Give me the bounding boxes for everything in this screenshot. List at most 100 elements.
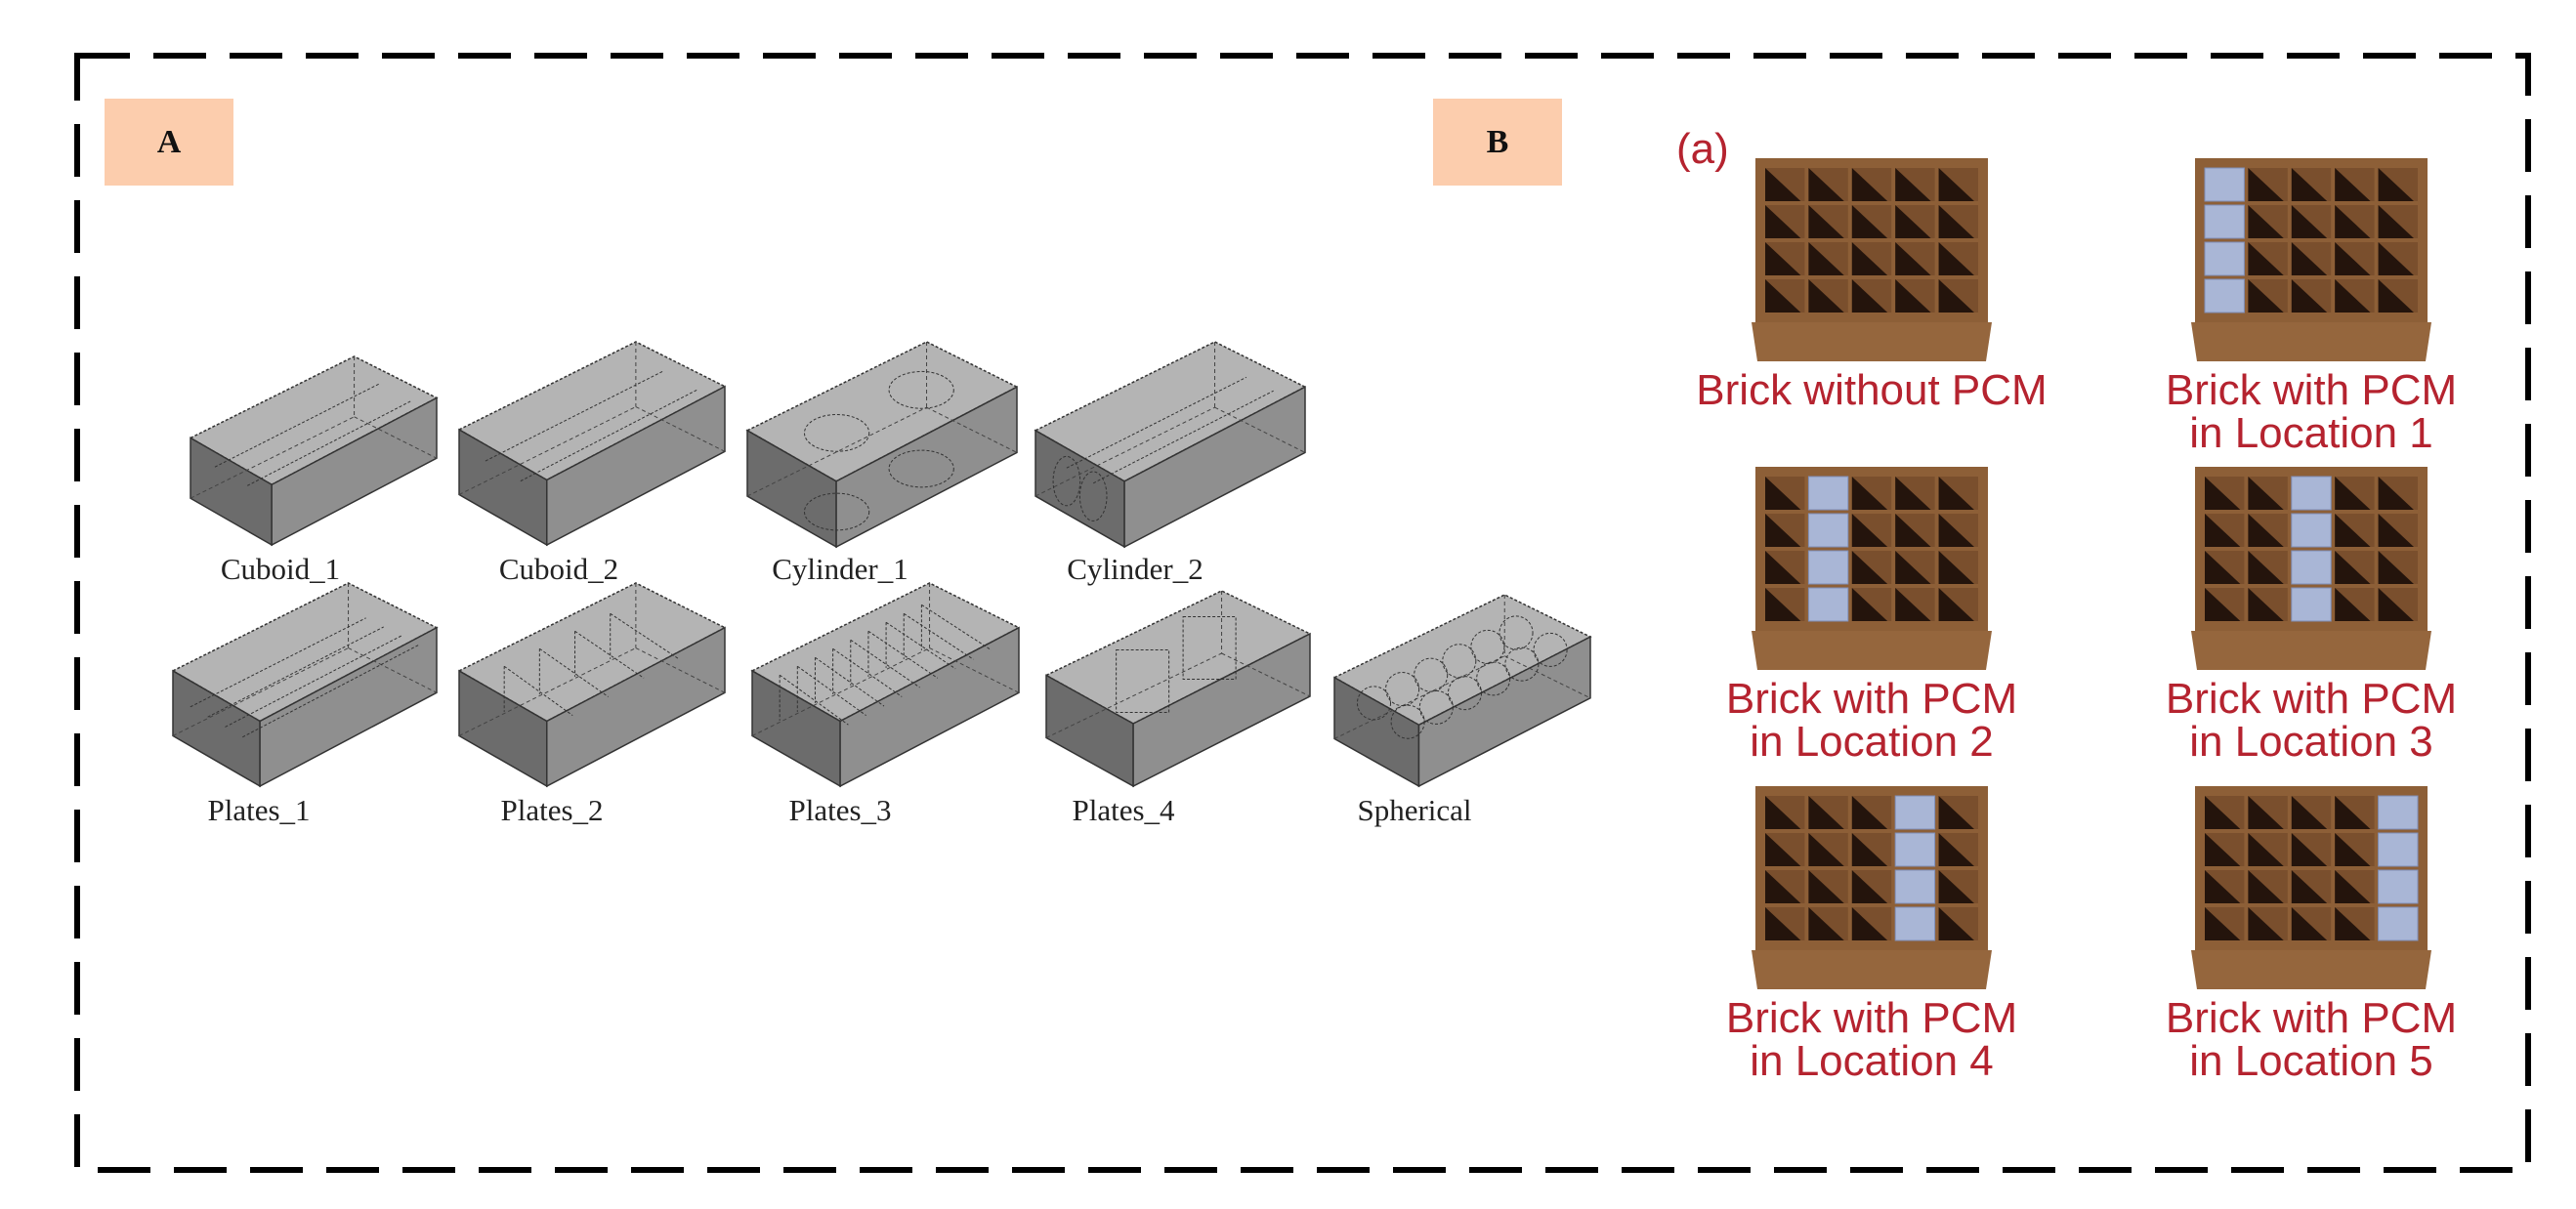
brick-label-line: Brick with PCM bbox=[1725, 675, 2018, 723]
hollow-cell bbox=[2205, 796, 2245, 829]
hollow-cell bbox=[1895, 514, 1935, 547]
hollow-cell bbox=[2378, 242, 2418, 275]
hollow-cell bbox=[1851, 796, 1892, 829]
hollow-cell bbox=[2205, 833, 2245, 866]
hollow-cell bbox=[2205, 477, 2245, 510]
hollow-cell bbox=[2205, 907, 2245, 940]
hollow-cell bbox=[1808, 168, 1848, 201]
brick-label-line: in Location 3 bbox=[2189, 718, 2433, 766]
pcm-cell bbox=[2204, 278, 2245, 313]
hollow-cell bbox=[2335, 907, 2375, 940]
brick-diagram bbox=[1752, 467, 1992, 670]
hollow-cell bbox=[2335, 514, 2375, 547]
hollow-cell bbox=[1938, 588, 1978, 621]
shape-cylinder-1 bbox=[745, 341, 1019, 549]
hollow-cell bbox=[2335, 796, 2375, 829]
hollow-cell bbox=[2248, 833, 2288, 866]
hollow-cell bbox=[1808, 279, 1848, 313]
shape-plates-3 bbox=[750, 582, 1021, 788]
hollow-cell bbox=[1765, 588, 1805, 621]
hollow-cell bbox=[1765, 477, 1805, 510]
hollow-cell bbox=[1765, 168, 1805, 201]
hollow-cell bbox=[2378, 205, 2418, 238]
brick-label-line: in Location 5 bbox=[2189, 1037, 2433, 1085]
hollow-cell bbox=[2378, 551, 2418, 584]
brick-label-line: Brick with PCM bbox=[1725, 994, 2018, 1042]
brick-diagram bbox=[2191, 158, 2431, 361]
panel-a-tag: A bbox=[105, 99, 233, 186]
hollow-cell bbox=[1895, 168, 1935, 201]
panel-a-shapes bbox=[171, 341, 1592, 788]
hollow-cell bbox=[1938, 242, 1978, 275]
pcm-cell bbox=[2291, 476, 2332, 511]
shape-cuboid-1 bbox=[189, 355, 439, 547]
hollow-cell bbox=[2378, 588, 2418, 621]
hollow-cell bbox=[2378, 477, 2418, 510]
hollow-cell bbox=[1895, 279, 1935, 313]
hollow-cell bbox=[2205, 551, 2245, 584]
hollow-cell bbox=[1808, 907, 1848, 940]
hollow-cell bbox=[1808, 796, 1848, 829]
hollow-cell bbox=[1765, 551, 1805, 584]
hollow-cell bbox=[1765, 833, 1805, 866]
hollow-cell bbox=[1938, 551, 1978, 584]
pcm-cell bbox=[2291, 513, 2332, 548]
hollow-cell bbox=[1851, 870, 1892, 903]
brick-diagram bbox=[1752, 158, 1992, 361]
hollow-cell bbox=[2335, 242, 2375, 275]
hollow-cell bbox=[2248, 870, 2288, 903]
shape-label: Plates_4 bbox=[1072, 793, 1175, 827]
hollow-cell bbox=[2248, 551, 2288, 584]
hollow-cell bbox=[1765, 796, 1805, 829]
hollow-cell bbox=[1895, 551, 1935, 584]
hollow-cell bbox=[2248, 514, 2288, 547]
hollow-cell bbox=[1938, 796, 1978, 829]
hollow-cell bbox=[1895, 477, 1935, 510]
hollow-cell bbox=[1895, 242, 1935, 275]
shape-label: Plates_2 bbox=[500, 793, 604, 827]
shape-label: Spherical bbox=[1357, 793, 1472, 827]
brick-diagram bbox=[1752, 786, 1992, 989]
subfigure-label: (a) bbox=[1676, 125, 1729, 173]
pcm-cell bbox=[1894, 832, 1936, 867]
hollow-cell bbox=[1938, 833, 1978, 866]
pcm-cell bbox=[1807, 476, 1849, 511]
hollow-cell bbox=[1851, 205, 1892, 238]
hollow-cell bbox=[1938, 870, 1978, 903]
shape-plates-4 bbox=[1044, 590, 1312, 788]
pcm-cell bbox=[2378, 795, 2419, 830]
brick-label-line: Brick with PCM bbox=[2165, 994, 2458, 1042]
hollow-cell bbox=[2248, 588, 2288, 621]
hollow-cell bbox=[2335, 477, 2375, 510]
brick-diagram bbox=[2191, 786, 2431, 989]
hollow-cell bbox=[1851, 168, 1892, 201]
hollow-cell bbox=[2335, 870, 2375, 903]
shape-spherical bbox=[1332, 594, 1592, 788]
hollow-cell bbox=[2291, 907, 2332, 940]
shape-plates-1 bbox=[171, 582, 439, 788]
hollow-cell bbox=[2335, 551, 2375, 584]
pcm-cell bbox=[2378, 906, 2419, 941]
pcm-cell bbox=[1807, 587, 1849, 622]
hollow-cell bbox=[1851, 477, 1892, 510]
pcm-cell bbox=[2378, 869, 2419, 904]
panel-b-tag: B bbox=[1433, 99, 1562, 186]
hollow-cell bbox=[2335, 168, 2375, 201]
hollow-cell bbox=[1808, 205, 1848, 238]
hollow-cell bbox=[2378, 168, 2418, 201]
hollow-cell bbox=[1851, 279, 1892, 313]
hollow-cell bbox=[2291, 242, 2332, 275]
pcm-cell bbox=[2291, 587, 2332, 622]
pcm-cell bbox=[1807, 513, 1849, 548]
hollow-cell bbox=[1808, 833, 1848, 866]
hollow-cell bbox=[2291, 796, 2332, 829]
hollow-cell bbox=[1851, 833, 1892, 866]
hollow-cell bbox=[2205, 514, 2245, 547]
shape-label: Cuboid_1 bbox=[220, 552, 341, 586]
hollow-cell bbox=[2248, 477, 2288, 510]
hollow-cell bbox=[2291, 833, 2332, 866]
pcm-cell bbox=[2204, 204, 2245, 239]
